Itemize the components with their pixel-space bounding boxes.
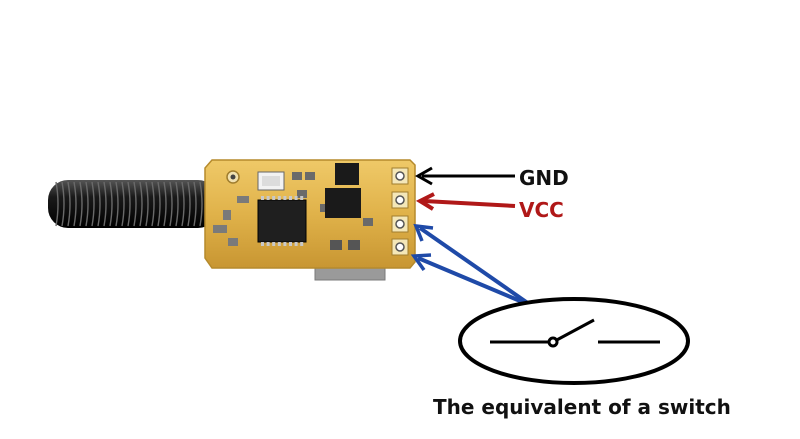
ic-pin bbox=[283, 196, 287, 200]
antenna-coil-ring bbox=[187, 181, 191, 227]
ic-pin bbox=[261, 242, 264, 246]
ic-pin bbox=[294, 242, 298, 246]
ic-pin bbox=[300, 196, 304, 200]
open-switch-symbol-icon bbox=[458, 297, 690, 385]
ic-pin bbox=[300, 242, 304, 246]
ic-pin bbox=[283, 242, 287, 246]
ic-pin bbox=[289, 196, 292, 200]
antenna-coil-ring bbox=[163, 181, 167, 227]
ic-pin bbox=[277, 242, 281, 246]
ic-pin bbox=[294, 196, 298, 200]
pcb-pad-hole bbox=[395, 195, 405, 205]
antenna-coil-ring bbox=[91, 181, 95, 227]
ic-pin bbox=[289, 242, 292, 246]
ic-pin bbox=[272, 242, 276, 246]
ic-pin bbox=[277, 196, 281, 200]
antenna-coil-ring bbox=[199, 181, 203, 227]
antenna-coil-ring bbox=[103, 181, 107, 227]
switch-arrow-bottom bbox=[417, 256, 533, 308]
antenna-coil-ring bbox=[169, 181, 173, 227]
antenna-coil-ring bbox=[151, 181, 155, 227]
vcc-arrowhead bbox=[415, 192, 435, 211]
ic-pin bbox=[272, 196, 276, 200]
caption: The equivalent of a switch bbox=[433, 395, 731, 419]
pcb-pad-hole bbox=[395, 171, 405, 181]
antenna-coil-ring bbox=[133, 181, 137, 227]
antenna-coil-ring bbox=[61, 181, 65, 227]
antenna-coil-ring bbox=[193, 181, 197, 227]
ic-pin bbox=[266, 196, 270, 200]
antenna-coil-ring bbox=[121, 181, 125, 227]
pcb-pad-hole bbox=[395, 219, 405, 229]
vcc-label: VCC bbox=[519, 198, 564, 222]
vcc-arrow bbox=[423, 199, 516, 208]
antenna-coil-ring bbox=[109, 181, 113, 227]
antenna-coil-ring bbox=[181, 181, 185, 227]
antenna-coil-ring bbox=[157, 181, 161, 227]
switch-arrow-top bbox=[418, 226, 534, 308]
ic-pin bbox=[261, 196, 264, 200]
antenna-coil-ring bbox=[97, 181, 101, 227]
antenna-coil-ring bbox=[145, 181, 149, 227]
switch-arrowhead-bottom bbox=[410, 253, 432, 272]
antenna-coil-ring bbox=[55, 181, 59, 227]
antenna-coil-ring bbox=[73, 181, 77, 227]
gnd-label: GND bbox=[519, 166, 569, 190]
antenna-coil-ring bbox=[139, 181, 143, 227]
rf-receiver-pcb-icon bbox=[204, 159, 416, 269]
coiled-spring-antenna-icon bbox=[48, 180, 218, 228]
antenna-coil-ring bbox=[85, 181, 89, 227]
switch-arrowhead-top bbox=[413, 223, 434, 242]
pcb-pad-hole bbox=[395, 242, 405, 252]
antenna-coil-ring bbox=[67, 181, 71, 227]
antenna-coil-ring bbox=[127, 181, 131, 227]
gnd-arrowhead bbox=[414, 166, 433, 186]
antenna-coil-ring bbox=[79, 181, 83, 227]
antenna-coil-ring bbox=[175, 181, 179, 227]
antenna-coil-ring bbox=[115, 181, 119, 227]
ic-pin bbox=[266, 242, 270, 246]
